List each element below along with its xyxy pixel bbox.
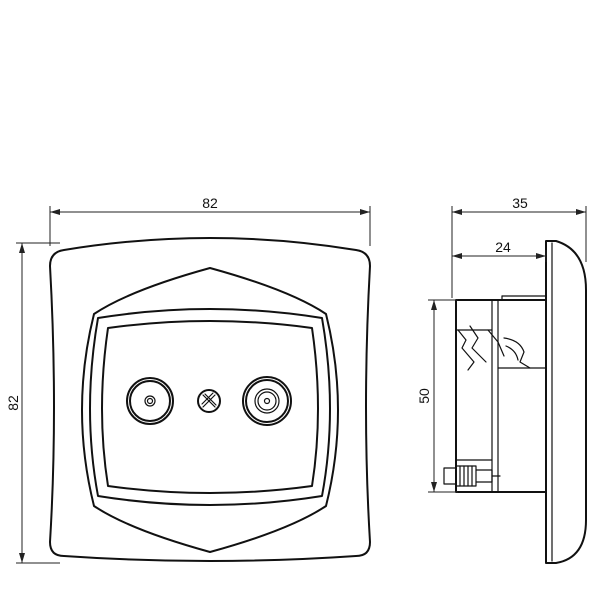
socket-face-inner [101, 320, 319, 494]
socket-face-outer [89, 308, 331, 506]
cover-plate [81, 267, 339, 553]
side-height-mechanism-dimension: 50 [416, 299, 458, 493]
front-width-label: 82 [202, 195, 218, 211]
front-width-dimension: 82 [49, 195, 371, 246]
sat-connector [242, 376, 292, 426]
outer-frame [49, 237, 371, 562]
side-depth-total-dimension: 35 [451, 195, 587, 298]
side-cover-profile [545, 240, 587, 564]
side-height-mechanism-label: 50 [416, 388, 432, 404]
terminal-screw-icon [443, 465, 501, 487]
tv-connector [126, 377, 174, 425]
side-depth-mechanism-dimension: 24 [452, 239, 547, 262]
front-height-dimension: 82 [5, 242, 60, 564]
front-height-label: 82 [5, 395, 21, 411]
side-depth-mechanism-label: 24 [495, 239, 511, 255]
front-view [49, 237, 371, 562]
side-mechanism-body [455, 299, 547, 493]
mounting-claw [457, 325, 531, 371]
screw-icon [197, 389, 221, 413]
side-view [443, 240, 587, 564]
side-depth-total-label: 35 [512, 195, 528, 211]
